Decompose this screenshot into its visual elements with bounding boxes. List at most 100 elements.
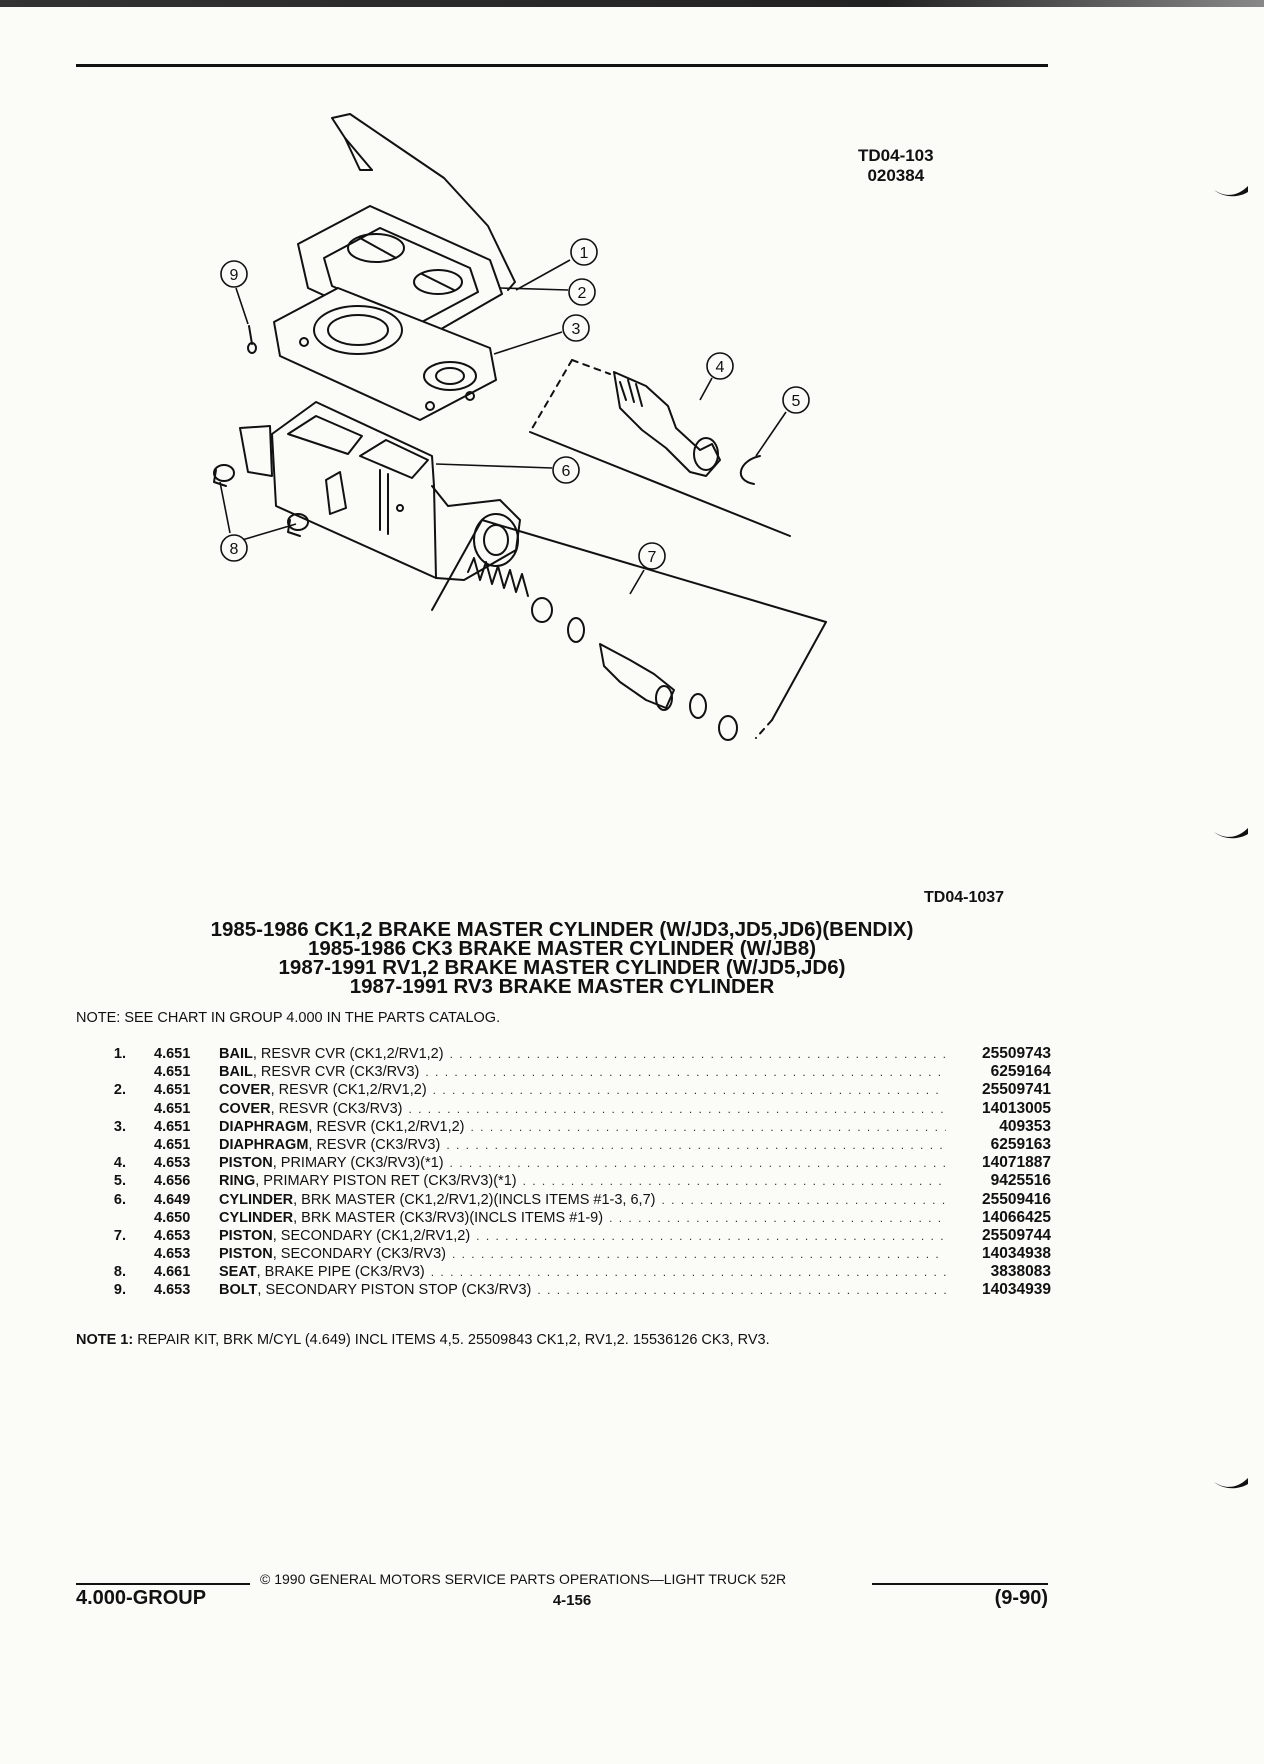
illustration-ref-top: TD04-103 020384 xyxy=(858,146,934,186)
title-line: 1987-1991 RV3 BRAKE MASTER CYLINDER xyxy=(349,975,775,998)
svg-text:4: 4 xyxy=(716,359,725,376)
footer-rule-left xyxy=(76,1583,250,1585)
leader-dots: . . . . . . . . . . . . . . . . . . . . … xyxy=(408,1101,946,1116)
part-description: PISTON, PRIMARY (CK3/RV3)(*1). . . . . .… xyxy=(219,1154,946,1172)
part-description: BOLT, SECONDARY PISTON STOP (CK3/RV3). .… xyxy=(219,1281,946,1299)
part-detail: , BRK MASTER (CK1,2/RV1,2)(INCLS ITEMS #… xyxy=(293,1191,656,1208)
part-name: PISTON xyxy=(219,1227,273,1244)
part-detail: , RESVR (CK3/RV3) xyxy=(270,1100,403,1117)
svg-text:6: 6 xyxy=(562,463,571,480)
part-description: PISTON, SECONDARY (CK1,2/RV1,2). . . . .… xyxy=(219,1227,946,1245)
leader-dots: . . . . . . . . . . . . . . . . . . . . … xyxy=(430,1265,946,1280)
exploded-view-diagram: 1 2 3 4 5 6 7 8 9 xyxy=(213,113,827,741)
callout-7: 7 xyxy=(638,542,666,570)
item-number: 6. xyxy=(113,1191,126,1208)
part-number: 14066425 xyxy=(982,1208,1051,1226)
item-number: 5. xyxy=(113,1173,126,1190)
part-detail: , PRIMARY (CK3/RV3)(*1) xyxy=(272,1155,444,1172)
title-line: 1985-1986 CK3 BRAKE MASTER CYLINDER (W/J… xyxy=(307,937,817,960)
leader-dots: . . . . . . . . . . . . . . . . . . . . … xyxy=(522,1174,946,1189)
part-detail: , RESVR (CK1,2/RV1,2) xyxy=(270,1082,427,1099)
part-detail: , SECONDARY (CK3/RV3) xyxy=(272,1246,446,1263)
part-number: 14071887 xyxy=(982,1154,1051,1172)
part-detail: , RESVR CVR (CK1,2/RV1,2) xyxy=(252,1046,444,1062)
illustration-ref-bottom: TD04-1037 xyxy=(924,889,1005,906)
callout-9: 9 xyxy=(220,260,248,288)
part-number: 6259164 xyxy=(990,1063,1051,1081)
catalog-note: NOTE: SEE CHART IN GROUP 4.000 IN THE PA… xyxy=(76,1010,501,1026)
part-number: 409353 xyxy=(999,1117,1051,1135)
page-number: 4-156 xyxy=(552,1592,592,1609)
leader-dots: . . . . . . . . . . . . . . . . . . . . … xyxy=(425,1065,946,1080)
ref-top-id: TD04-103 xyxy=(858,146,934,165)
item-number: 7. xyxy=(113,1227,126,1244)
title-line: 1987-1991 RV1,2 BRAKE MASTER CYLINDER (W… xyxy=(278,956,846,979)
part-description: COVER, RESVR (CK3/RV3). . . . . . . . . … xyxy=(219,1100,946,1118)
part-name: COVER xyxy=(219,1082,271,1099)
group-number: 4.653 xyxy=(154,1282,191,1299)
svg-text:7: 7 xyxy=(648,549,657,566)
leader-dots: . . . . . . . . . . . . . . . . . . . . … xyxy=(609,1210,946,1225)
secondary-piston-assembly xyxy=(467,557,738,741)
part-name: PISTON xyxy=(219,1246,273,1263)
ref-top-code: 020384 xyxy=(867,166,925,185)
part-detail: , PRIMARY PISTON RET (CK3/RV3)(*1) xyxy=(255,1173,517,1190)
svg-text:5: 5 xyxy=(792,393,801,410)
part-description: SEAT, BRAKE PIPE (CK3/RV3). . . . . . . … xyxy=(219,1263,946,1281)
group-number: 4.661 xyxy=(154,1264,191,1281)
group-number: 4.649 xyxy=(154,1191,191,1208)
callout-6: 6 xyxy=(552,456,580,484)
part-description: PISTON, SECONDARY (CK3/RV3) . . . . . . .… xyxy=(219,1245,946,1263)
repair-kit-note: NOTE 1: REPAIR KIT, BRK M/CYL (4.649) IN… xyxy=(76,1332,770,1348)
leader-dots: . . . . . . . . . . . . . . . . . . . . … xyxy=(432,1083,946,1098)
part-detail: , RESVR CVR (CK3/RV3) xyxy=(252,1064,420,1081)
part-number: 3838083 xyxy=(990,1263,1051,1281)
part-description: COVER, RESVR (CK1,2/RV1,2) . . . . . . . … xyxy=(219,1081,946,1099)
item-number: 1. xyxy=(113,1046,126,1062)
svg-text:9: 9 xyxy=(230,267,239,284)
item-number: 8. xyxy=(113,1264,126,1281)
leader-dots: . . . . . . . . . . . . . . . . . . . . … xyxy=(449,1047,946,1061)
group-number: 4.651 xyxy=(154,1100,191,1117)
part-number: 25509743 xyxy=(982,1045,1051,1062)
part-name: BAIL xyxy=(219,1064,253,1081)
part-name: DIAPHRAGM xyxy=(219,1136,309,1153)
group-number: 4.651 xyxy=(154,1082,191,1099)
callout-1: 1 xyxy=(570,238,598,266)
item-number: 3. xyxy=(113,1118,126,1135)
part-number: 25509741 xyxy=(982,1081,1051,1099)
scan-binding-mark xyxy=(1214,828,1248,839)
part-detail: , RESVR (CK3/RV3) xyxy=(308,1136,441,1153)
group-number: 4.653 xyxy=(154,1155,191,1172)
part-detail: , RESVR (CK1,2/RV1,2) xyxy=(308,1118,465,1135)
part-description: CYLINDER, BRK MASTER (CK1,2/RV1,2)(INCLS… xyxy=(219,1191,946,1209)
primary-piston xyxy=(613,371,721,477)
revision-date: (9-90) xyxy=(994,1587,1048,1609)
part-name: DIAPHRAGM xyxy=(219,1118,309,1135)
part-number: 9425516 xyxy=(990,1172,1051,1190)
footer-rule-right xyxy=(872,1583,1048,1585)
part-detail: , BRK MASTER (CK3/RV3)(INCLS ITEMS #1-9) xyxy=(293,1209,604,1226)
part-name: SEAT xyxy=(219,1264,257,1281)
part-description: CYLINDER, BRK MASTER (CK3/RV3)(INCLS ITE… xyxy=(219,1209,946,1227)
svg-text:2: 2 xyxy=(578,285,587,302)
note1-label: NOTE 1: xyxy=(76,1332,134,1348)
scan-top-edge xyxy=(0,0,1264,7)
part-name: CYLINDER xyxy=(219,1209,294,1226)
item-number: 9. xyxy=(113,1282,126,1299)
brake-pipe-seats xyxy=(213,464,309,537)
part-name: PISTON xyxy=(219,1155,273,1172)
leader-dots: . . . . . . . . . . . . . . . . . . . . … xyxy=(451,1247,946,1262)
leader-dots: . . . . . . . . . . . . . . . . . . . . … xyxy=(476,1228,946,1243)
callout-3: 3 xyxy=(562,314,590,342)
svg-text:8: 8 xyxy=(230,541,239,558)
part-name: BAIL xyxy=(219,1046,253,1062)
